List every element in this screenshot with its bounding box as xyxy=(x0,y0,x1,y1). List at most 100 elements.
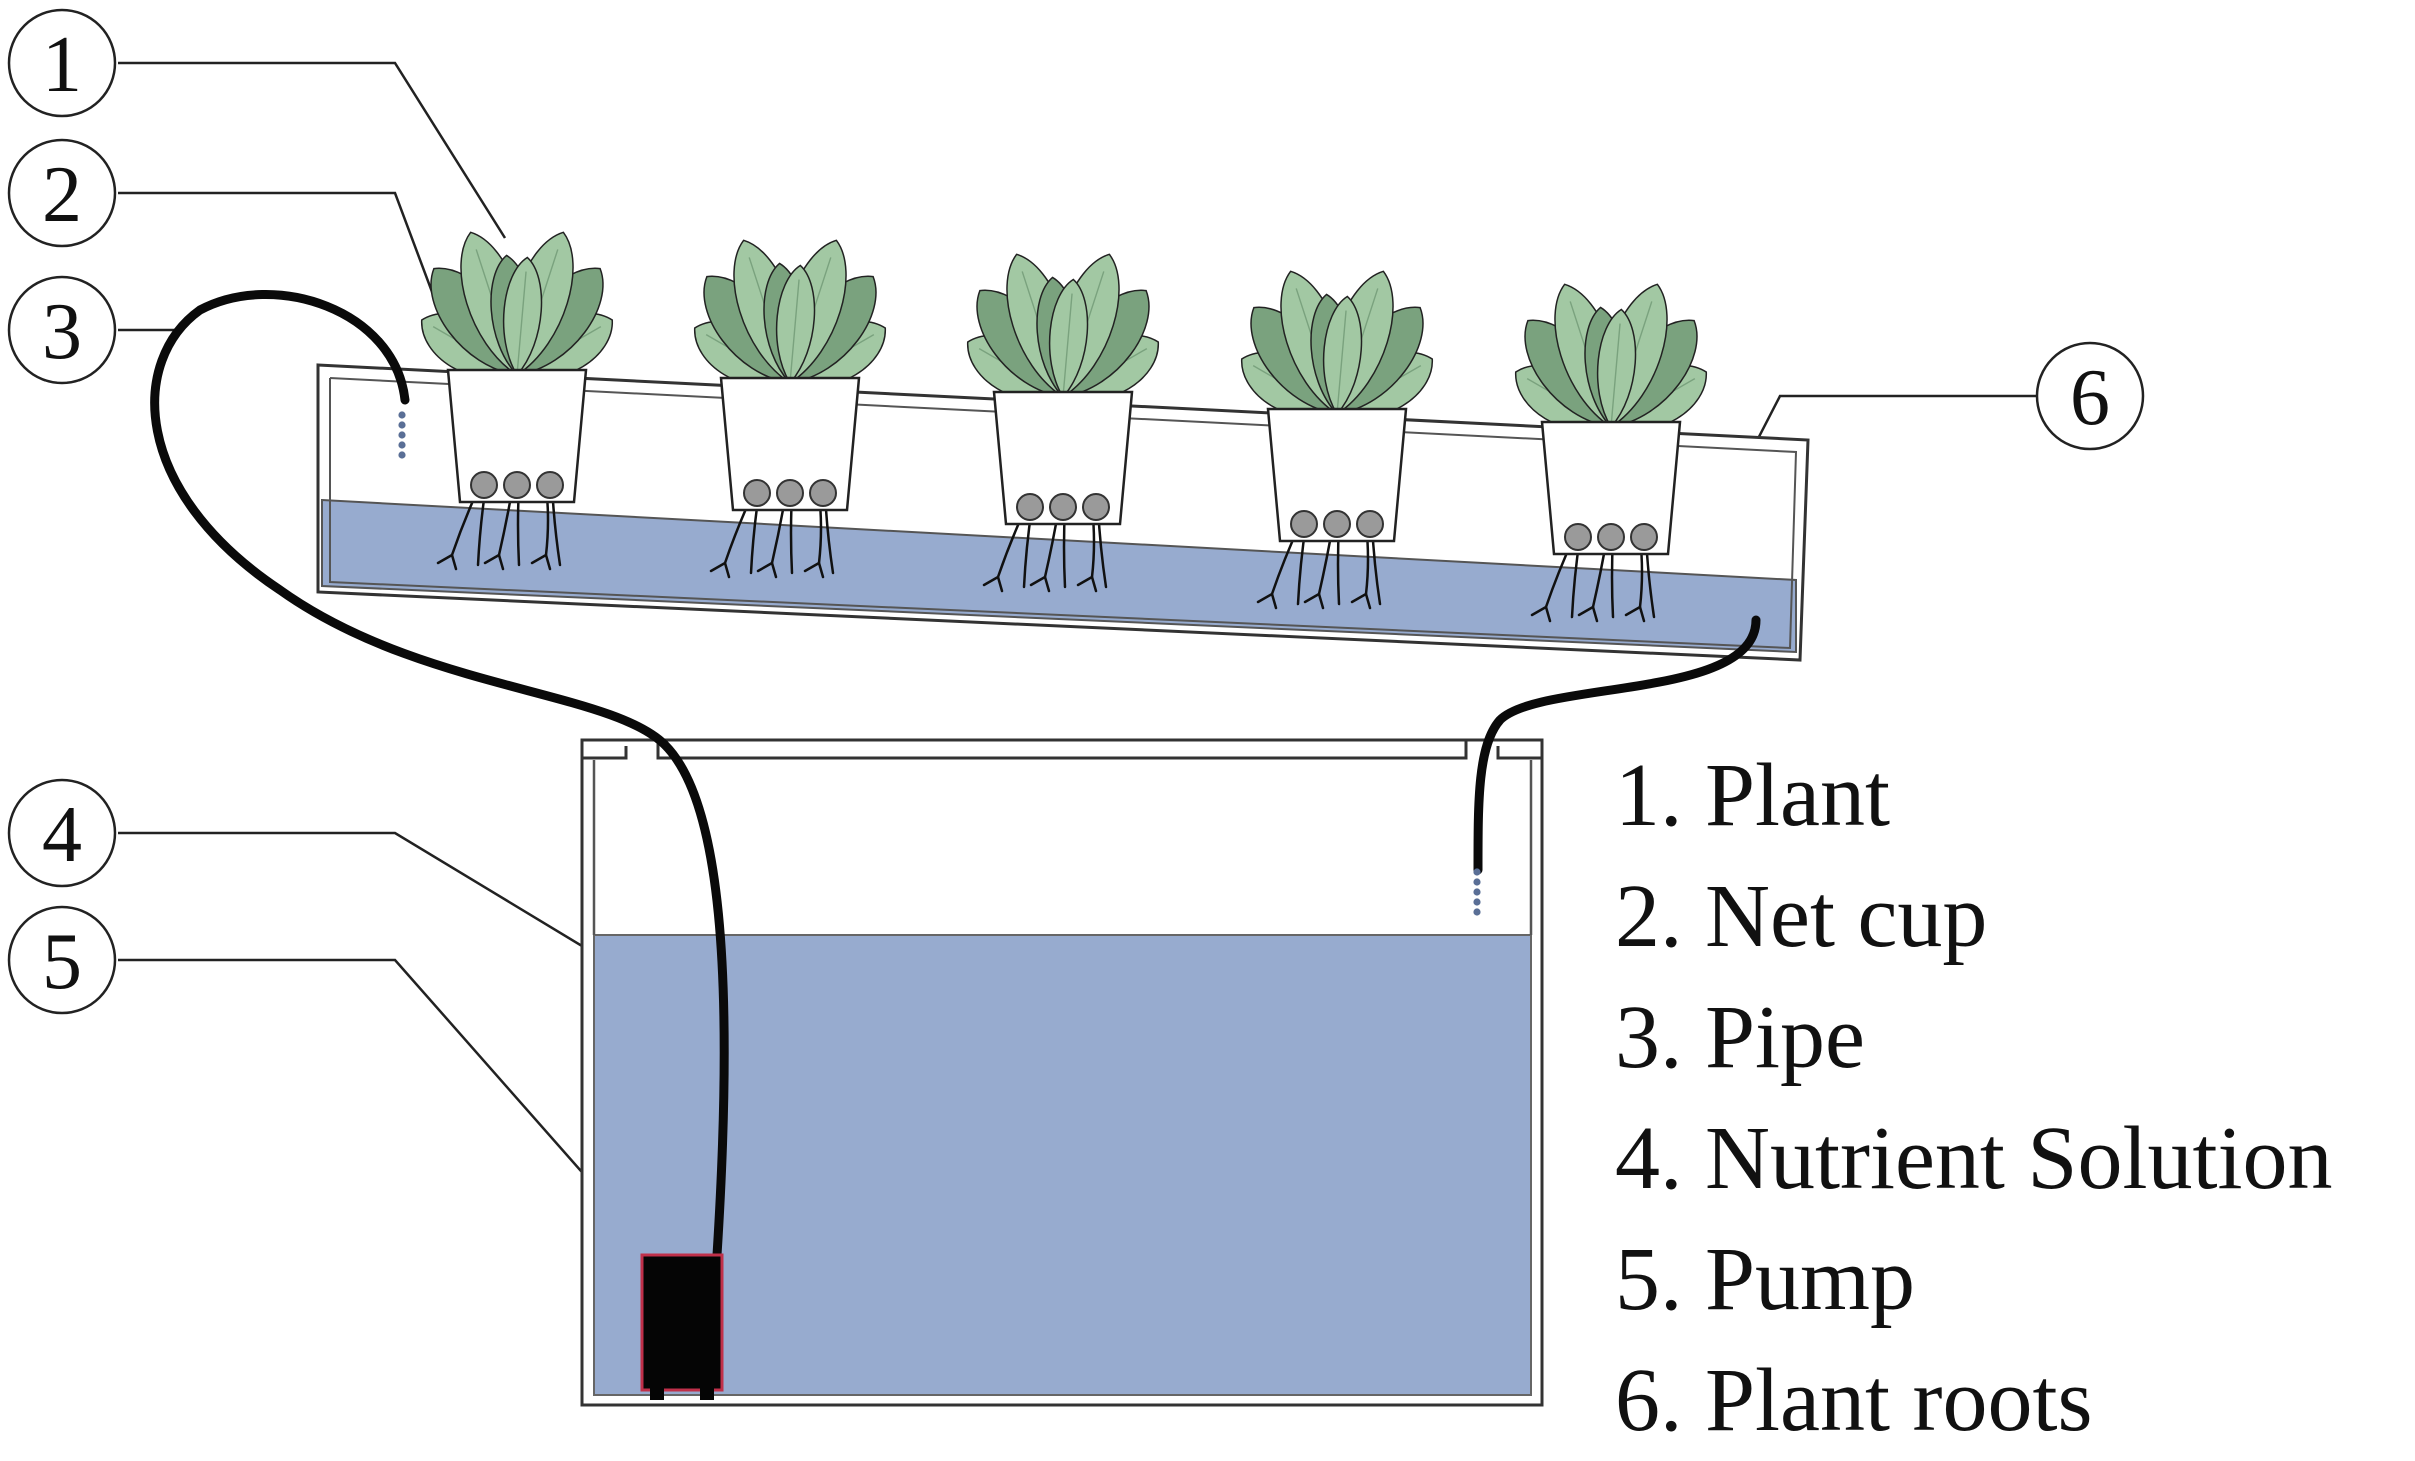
legend-item-pump: 5. Pump xyxy=(1615,1230,1916,1329)
root-tip xyxy=(1350,592,1372,610)
leaf-vein xyxy=(1062,293,1073,398)
clay-pebble xyxy=(1323,510,1351,538)
leaf-vein xyxy=(789,279,800,384)
drip-outlet-1 xyxy=(398,411,406,459)
plant-unit-1 xyxy=(420,231,614,571)
root-tip xyxy=(1029,575,1051,593)
clay-pebble xyxy=(1630,523,1658,551)
reservoir-tank xyxy=(580,738,1544,1407)
supply-pipe xyxy=(150,290,729,1260)
leader-line-5 xyxy=(118,958,656,1256)
drip-outlets xyxy=(398,411,1481,916)
callout-6-number: 6 xyxy=(2070,354,2110,442)
drip-dot xyxy=(398,451,406,459)
clay-pebble xyxy=(1597,523,1625,551)
pump-foot-right xyxy=(700,1388,714,1400)
root-tip xyxy=(1624,605,1646,623)
clay-pebble xyxy=(776,479,804,507)
root-tip xyxy=(1303,592,1325,610)
callout-4-number: 4 xyxy=(42,791,82,879)
root-tip xyxy=(803,561,825,579)
leader-line-4 xyxy=(118,831,631,977)
clay-pebble xyxy=(1016,493,1044,521)
legend-item-pipe: 3. Pipe xyxy=(1615,988,1866,1087)
clay-pebble xyxy=(1564,523,1592,551)
callout-6: 6 xyxy=(2035,341,2145,451)
clay-pebble xyxy=(1082,493,1110,521)
callout-markers: 1 2 3 4 5 6 xyxy=(7,8,2145,1015)
drip-dot xyxy=(1473,868,1481,876)
root-tip xyxy=(1076,575,1098,593)
callout-1-number: 1 xyxy=(42,21,82,109)
clay-pebble xyxy=(536,471,564,499)
drip-dot xyxy=(398,411,406,419)
plant-row xyxy=(420,231,1708,623)
legend: 1. Plant 2. Net cup 3. Pipe 4. Nutrient … xyxy=(1615,735,2405,1461)
root-tip xyxy=(483,553,505,571)
clay-pebble xyxy=(503,471,531,499)
root-tip xyxy=(756,561,778,579)
reservoir-rim-left xyxy=(582,746,628,760)
net-cup xyxy=(719,376,861,512)
plant-unit-4 xyxy=(1240,270,1434,610)
clay-pebble xyxy=(1356,510,1384,538)
clay-pebble xyxy=(809,479,837,507)
root-tip xyxy=(530,553,552,571)
callout-3: 3 xyxy=(7,275,117,385)
callout-3-number: 3 xyxy=(42,288,82,376)
root-tip xyxy=(436,553,458,571)
channel-solution xyxy=(321,498,1797,654)
callout-2-number: 2 xyxy=(42,151,82,239)
plant-leaves xyxy=(693,239,887,388)
root-tip xyxy=(709,561,731,579)
net-cup xyxy=(1266,407,1408,543)
leaf-vein xyxy=(516,271,527,376)
legend-item-nutrient-solution: 4. Nutrient Solution xyxy=(1615,1109,2333,1208)
pump-foot-left xyxy=(650,1388,664,1400)
plant-leaves xyxy=(1240,270,1434,419)
leader-line-1 xyxy=(118,61,507,239)
drip-dot xyxy=(1473,908,1481,916)
callout-4: 4 xyxy=(7,778,117,888)
net-cup xyxy=(1540,420,1682,556)
net-cup xyxy=(992,390,1134,526)
legend-item-net-cup: 2. Net cup xyxy=(1615,867,1988,966)
nutrient-solution xyxy=(593,934,1532,1396)
drip-dot xyxy=(398,441,406,449)
root-tip xyxy=(1577,605,1599,623)
root-tip xyxy=(982,575,1004,593)
reservoir-rim-right xyxy=(1496,746,1542,760)
drip-outlet-2 xyxy=(1473,868,1481,916)
net-cup xyxy=(446,368,588,504)
plant-leaves xyxy=(966,253,1160,402)
plant-unit-3 xyxy=(966,253,1160,593)
callout-2: 2 xyxy=(7,138,117,248)
root-tip xyxy=(1256,592,1278,610)
plant-unit-5 xyxy=(1514,283,1708,623)
legend-item-plant-roots: 6. Plant roots xyxy=(1615,1351,2093,1450)
plant-unit-2 xyxy=(693,239,887,579)
leaf-vein xyxy=(1336,310,1347,415)
legend-item-plant: 1. Plant xyxy=(1615,746,1891,845)
leaf-vein xyxy=(1610,323,1621,428)
root-tip xyxy=(1530,605,1552,623)
clay-pebble xyxy=(1290,510,1318,538)
drip-dot xyxy=(1473,878,1481,886)
pump xyxy=(640,1253,724,1400)
drip-dot xyxy=(1473,888,1481,896)
callout-leaders xyxy=(118,61,2040,1256)
clay-pebble xyxy=(470,471,498,499)
callout-1: 1 xyxy=(7,8,117,118)
drip-dot xyxy=(398,421,406,429)
drip-dot xyxy=(1473,898,1481,906)
clay-pebble xyxy=(743,479,771,507)
return-pipe xyxy=(1473,615,1761,875)
callout-5: 5 xyxy=(7,905,117,1015)
reservoir-lid xyxy=(656,738,1468,760)
drip-dot xyxy=(398,431,406,439)
plant-leaves xyxy=(1514,283,1708,432)
clay-pebble xyxy=(1049,493,1077,521)
callout-5-number: 5 xyxy=(42,918,82,1006)
pump-body xyxy=(640,1253,724,1392)
